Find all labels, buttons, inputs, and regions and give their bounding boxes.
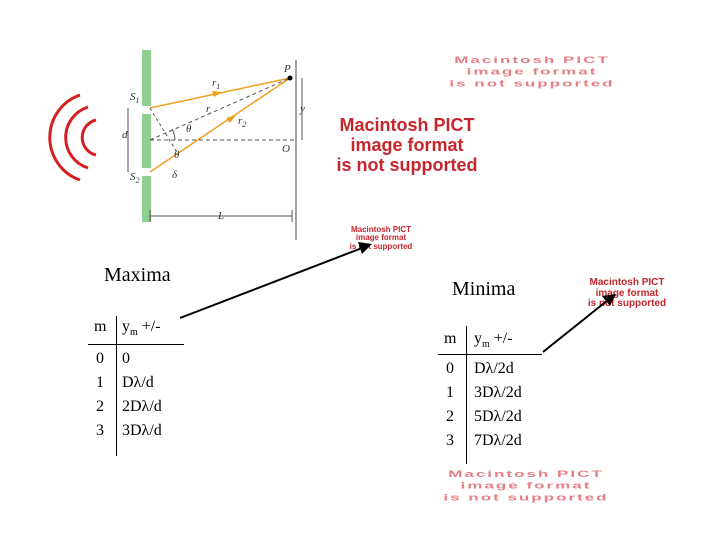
maxima-row-y: 0 [122, 350, 130, 367]
maxima-table: m ym +/- 0 0 1 Dλ/d 2 2Dλ/d 3 3Dλ/d [88, 316, 184, 456]
label-r2: r2 [238, 115, 246, 129]
minima-header-y: ym +/- [474, 330, 513, 351]
ray-r1-arrow [212, 91, 222, 97]
minima-vertical-rule [466, 326, 467, 464]
maxima-row-y: 2Dλ/d [122, 398, 162, 415]
ray-r2-arrow [226, 115, 236, 123]
maxima-horizontal-rule [88, 344, 184, 345]
maxima-row-m: 2 [96, 398, 104, 415]
label-r1: r1 [212, 77, 220, 91]
label-theta-bottom: θ [174, 149, 180, 161]
pict-placeholder-bottom: Macintosh PICT image format is not suppo… [443, 468, 609, 503]
maxima-heading: Maxima [104, 264, 171, 286]
minima-row-m: 3 [446, 432, 454, 449]
maxima-header-y: ym +/- [122, 318, 161, 339]
label-y: y [299, 103, 305, 115]
double-slit-diagram: S1 S2 d r1 r r2 θ θ δ P y O L [48, 50, 305, 240]
slit-wall-top [142, 50, 151, 106]
maxima-header-m: m [94, 318, 107, 335]
minima-row-y: 3Dλ/2d [474, 384, 522, 401]
minima-table: m ym +/- 0 Dλ/2d 1 3Dλ/2d 2 5Dλ/2d 3 7Dλ… [438, 326, 542, 464]
pict-placeholder-top: Macintosh PICT image format is not suppo… [449, 54, 615, 89]
label-s2: S2 [130, 171, 140, 185]
maxima-row-m: 0 [96, 350, 104, 367]
minima-row-m: 0 [446, 360, 454, 377]
maxima-row-m: 1 [96, 374, 104, 391]
center-ray [149, 77, 291, 141]
slit-wall-bottom [142, 176, 151, 222]
minima-horizontal-rule [438, 354, 542, 355]
minima-header-m: m [444, 330, 457, 347]
minima-row-y: Dλ/2d [474, 360, 514, 377]
minima-row-y: 7Dλ/2d [474, 432, 522, 449]
label-theta-top: θ [186, 123, 192, 135]
label-d: d [122, 129, 128, 141]
wavefronts [48, 93, 97, 182]
minima-row-m: 2 [446, 408, 454, 425]
slit-wall-middle [142, 114, 151, 168]
maxima-vertical-rule [116, 316, 117, 456]
ray-r2 [149, 77, 291, 173]
label-l: L [217, 210, 224, 222]
arrow-minima-head [602, 294, 616, 306]
label-s1: S1 [130, 91, 140, 105]
minima-row-m: 1 [446, 384, 454, 401]
maxima-row-y: 3Dλ/d [122, 422, 162, 439]
minima-row-y: 5Dλ/2d [474, 408, 522, 425]
label-o: O [282, 143, 290, 155]
pict-placeholder-right: Macintosh PICT image format is not suppo… [587, 277, 667, 309]
arrow-minima-pointer [542, 299, 609, 353]
label-r: r [206, 103, 211, 115]
label-delta: δ [172, 169, 178, 181]
minima-heading: Minima [452, 278, 516, 300]
arrow-maxima-head [358, 242, 372, 254]
maxima-row-y: Dλ/d [122, 374, 154, 391]
pict-placeholder-center: Macintosh PICT image format is not suppo… [336, 115, 478, 175]
arrow-maxima-pointer [179, 247, 363, 319]
label-p: P [283, 63, 291, 75]
maxima-row-m: 3 [96, 422, 104, 439]
theta-arc [171, 128, 176, 141]
path-difference-line [149, 107, 179, 155]
point-p [287, 75, 293, 81]
